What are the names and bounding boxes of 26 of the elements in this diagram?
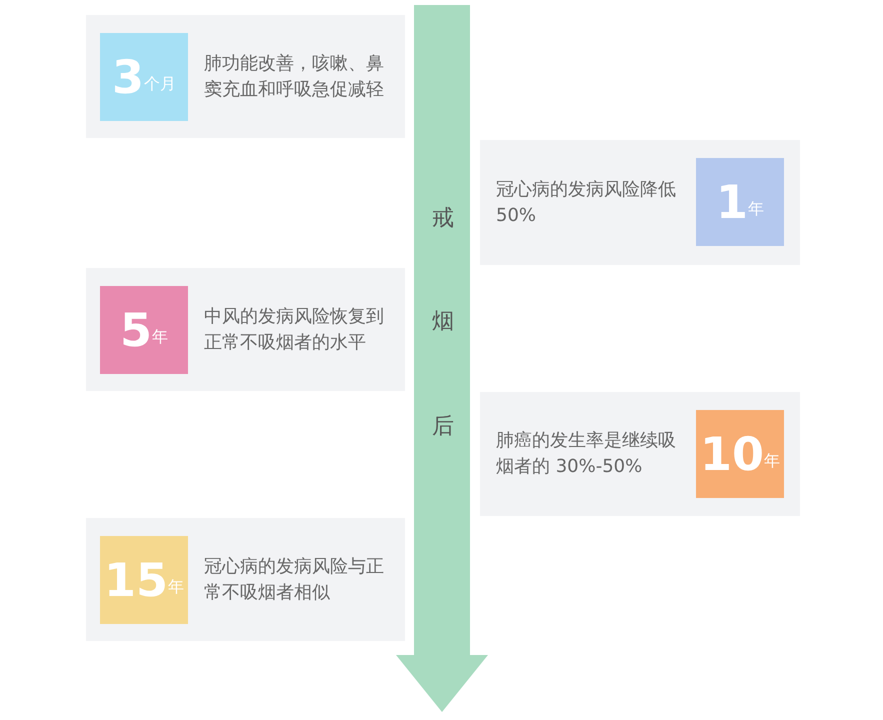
unit-text: 年 (152, 326, 168, 348)
milestone-description: 冠心病的发病风险与正常不吸烟者相似 (204, 554, 384, 604)
unit-text: 年 (764, 450, 780, 472)
arrow-label: 戒烟后 (430, 188, 454, 500)
milestone-card (86, 518, 405, 641)
unit-text: 年 (748, 198, 764, 220)
milestone-card (86, 15, 405, 138)
number-text: 5 (120, 307, 152, 353)
milestone-description: 冠心病的发病风险降低 50% (496, 178, 677, 228)
milestone-card (480, 392, 800, 516)
number-text: 15 (104, 557, 168, 603)
number-text: 3 (112, 54, 144, 100)
year-badge (100, 536, 188, 624)
unit-text: 个月 (144, 74, 176, 94)
milestone-card (86, 268, 405, 391)
milestone-description: 肺功能改善，咳嗽、鼻窦充血和呼吸急促减轻 (204, 52, 384, 102)
year-badge (696, 158, 784, 246)
milestone-card (480, 140, 800, 265)
year-badge (696, 410, 784, 498)
unit-text: 年 (168, 576, 184, 598)
milestone-description: 中风的发病风险恢复到正常不吸烟者的水平 (204, 304, 384, 354)
number-text: 10 (700, 431, 764, 477)
milestone-description: 肺癌的发生率是继续吸烟者的 30%-50% (496, 429, 677, 479)
year-badge (100, 33, 188, 121)
number-text: 1 (716, 179, 748, 225)
year-badge (100, 286, 188, 374)
